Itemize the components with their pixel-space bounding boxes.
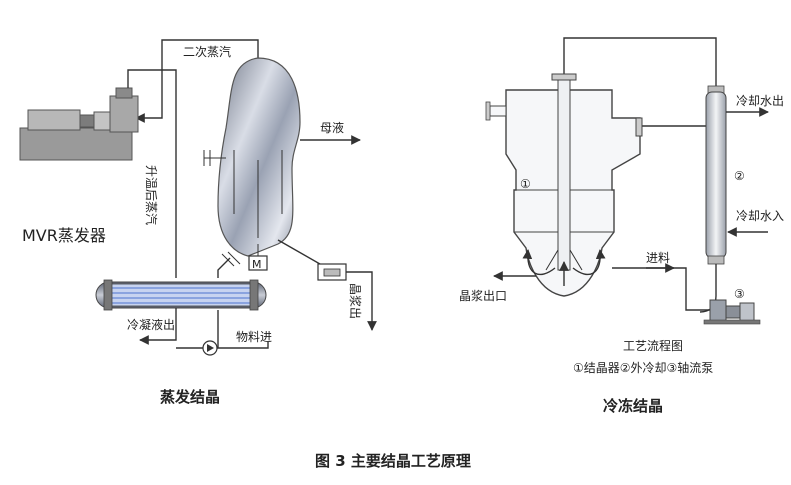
- slurry-out-pipe: [346, 271, 377, 331]
- right-nozzle-flange: [635, 117, 643, 137]
- vessel-to-hx-pipe: [217, 257, 231, 278]
- draft-tube-cap: [551, 73, 577, 81]
- cooling-water-in-label: 冷却水入: [736, 209, 784, 223]
- heat-exchanger: [95, 279, 267, 311]
- feed-pipe: [217, 310, 269, 349]
- mvr-compressor: [19, 87, 139, 161]
- num-1-label: ①: [520, 177, 531, 191]
- num-2-label: ②: [734, 169, 745, 183]
- axial-pump: [699, 264, 761, 325]
- svg-text:晶浆出: 晶浆出: [348, 283, 363, 319]
- external-cooler: [705, 85, 727, 265]
- cooling-crystallization-panel: ① 晶浆出口 冷却水出 冷却水入 ② 进料 ③ 工艺流程图 ①结晶器②外冷却③轴…: [459, 37, 784, 415]
- left-panel-title: 蒸发结晶: [160, 388, 220, 406]
- feed-label: 进料: [646, 251, 670, 265]
- evaporator-vessel: [217, 57, 301, 257]
- left-nozzle: [489, 105, 507, 117]
- crystallizer-vessel: [505, 89, 641, 297]
- condensate-pipe: [139, 308, 177, 345]
- heated-steam-label: 升温后蒸汽: [144, 165, 159, 225]
- condensate-out-label: 冷凝液出: [127, 317, 175, 332]
- flow-arrow-right: [572, 249, 606, 276]
- process-legend: ①结晶器②外冷却③轴流泵: [573, 360, 713, 375]
- feed-in-label: 物料进: [236, 330, 272, 344]
- top-circulation-pipe: [563, 37, 717, 88]
- cooling-water-out-label: 冷却水出: [736, 94, 784, 108]
- draft-tube-funnel: [545, 249, 583, 271]
- draft-tube: [557, 77, 571, 271]
- flow-arrow-left: [522, 249, 556, 276]
- slurry-out-label: 晶浆出: [348, 283, 363, 319]
- svg-text:升温后蒸汽: 升温后蒸汽: [144, 165, 159, 225]
- secondary-steam-pipe: [135, 39, 259, 123]
- mvr-evaporator-label: MVR蒸发器: [22, 226, 106, 245]
- motor-label: M: [252, 258, 262, 271]
- right-panel-title: 冷冻结晶: [603, 397, 663, 415]
- heated-steam-pipe: [127, 69, 177, 278]
- secondary-steam-label: 二次蒸汽: [183, 44, 231, 59]
- feed-pump-arrow: [207, 344, 214, 352]
- vessel-side-valve: [203, 150, 226, 166]
- feed-line-pipe: [612, 267, 712, 311]
- process-flow-title: 工艺流程图: [623, 338, 683, 353]
- figure-caption: 图 3 主要结晶工艺原理: [315, 452, 471, 470]
- evaporative-crystallization-panel: 二次蒸汽 MVR蒸发器 升温后蒸汽 母液 M: [19, 39, 377, 406]
- mother-liquor-label: 母液: [320, 120, 344, 135]
- bottom-valve: [221, 251, 241, 267]
- slurry-pipe: [277, 239, 321, 270]
- left-nozzle-flange: [485, 101, 491, 121]
- slurry-tank-inner: [323, 268, 341, 277]
- num-3-label: ③: [734, 287, 745, 301]
- slurry-outlet-label: 晶浆出口: [459, 288, 507, 303]
